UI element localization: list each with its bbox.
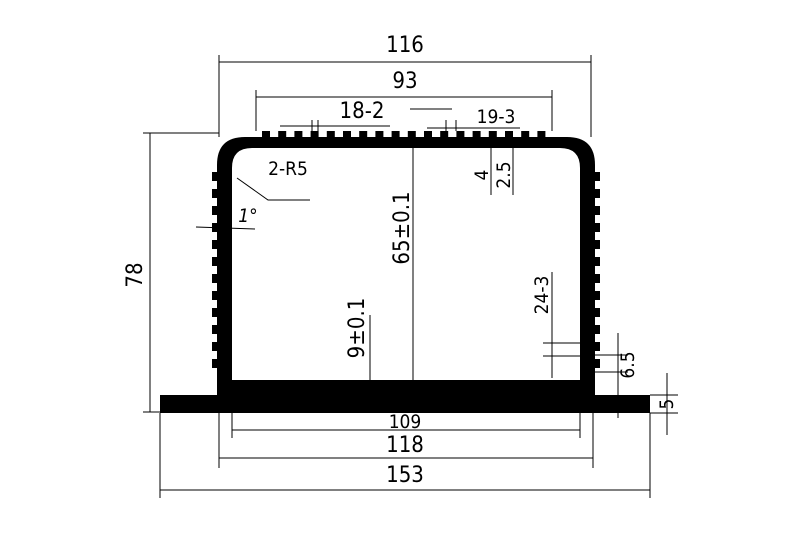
- side-fin-left: [212, 274, 218, 283]
- dim-116: 116: [386, 33, 424, 58]
- dim-18-2: 18-2: [340, 99, 385, 124]
- side-fin-right: [594, 257, 600, 266]
- dim-109: 109: [389, 411, 422, 433]
- side-fin-left: [212, 240, 218, 249]
- top-fin: [262, 131, 270, 138]
- dim-118: 118: [386, 433, 424, 458]
- side-fin-right: [594, 274, 600, 283]
- top-fin: [407, 131, 416, 138]
- top-fin: [505, 131, 513, 138]
- top-fin: [456, 131, 465, 138]
- base-flange: [160, 395, 650, 413]
- side-fin-left: [212, 342, 218, 351]
- dim-4: 4: [471, 170, 493, 181]
- side-fin-right: [594, 291, 600, 300]
- top-fin: [294, 131, 303, 138]
- side-fin-right: [594, 206, 600, 215]
- dim-65: 65±0.1: [390, 191, 415, 264]
- top-fin: [440, 131, 449, 138]
- side-fin-right: [594, 172, 600, 181]
- dim-19-3: 19-3: [477, 106, 516, 128]
- side-fin-right: [594, 189, 600, 198]
- top-fin: [326, 131, 335, 138]
- dim-9: 9±0.1: [345, 298, 370, 359]
- dim-153: 153: [386, 463, 424, 488]
- side-fin-left: [212, 189, 218, 198]
- side-fin-left: [212, 291, 218, 300]
- top-fin: [375, 131, 384, 138]
- top-fin: [488, 131, 497, 138]
- top-fin: [472, 131, 481, 138]
- side-fin-left: [212, 206, 218, 215]
- dim-6-5: 6.5: [617, 351, 639, 378]
- side-fin-right: [594, 240, 600, 249]
- side-fin-left: [212, 308, 218, 317]
- top-fins: [262, 131, 546, 138]
- side-fin-right: [594, 308, 600, 317]
- top-fin: [278, 131, 287, 138]
- top-fin: [359, 131, 368, 138]
- side-fin-left: [212, 359, 218, 368]
- dim-93: 93: [392, 69, 417, 94]
- dim-2-5: 2.5: [493, 161, 515, 188]
- top-fin: [521, 131, 530, 138]
- dim-angle: 1°: [238, 205, 257, 227]
- side-fin-right: [594, 223, 600, 232]
- top-fin: [343, 131, 351, 138]
- dim-24-3: 24-3: [531, 276, 553, 315]
- side-fin-left: [212, 325, 218, 334]
- top-fin: [310, 131, 319, 138]
- top-fin: [424, 131, 432, 138]
- side-fin-right: [594, 359, 600, 368]
- profile-shape: [160, 131, 650, 413]
- side-fins: [212, 172, 600, 368]
- dim-5: 5: [656, 399, 678, 410]
- top-fin: [391, 131, 400, 138]
- top-fin: [537, 131, 546, 138]
- side-fin-right: [594, 325, 600, 334]
- dimension-lines: [143, 55, 678, 498]
- side-fin-left: [212, 257, 218, 266]
- dim-2-r5: 2-R5: [268, 158, 308, 180]
- side-fin-right: [594, 342, 600, 351]
- side-fin-left: [212, 172, 218, 181]
- dim-78: 78: [123, 262, 148, 287]
